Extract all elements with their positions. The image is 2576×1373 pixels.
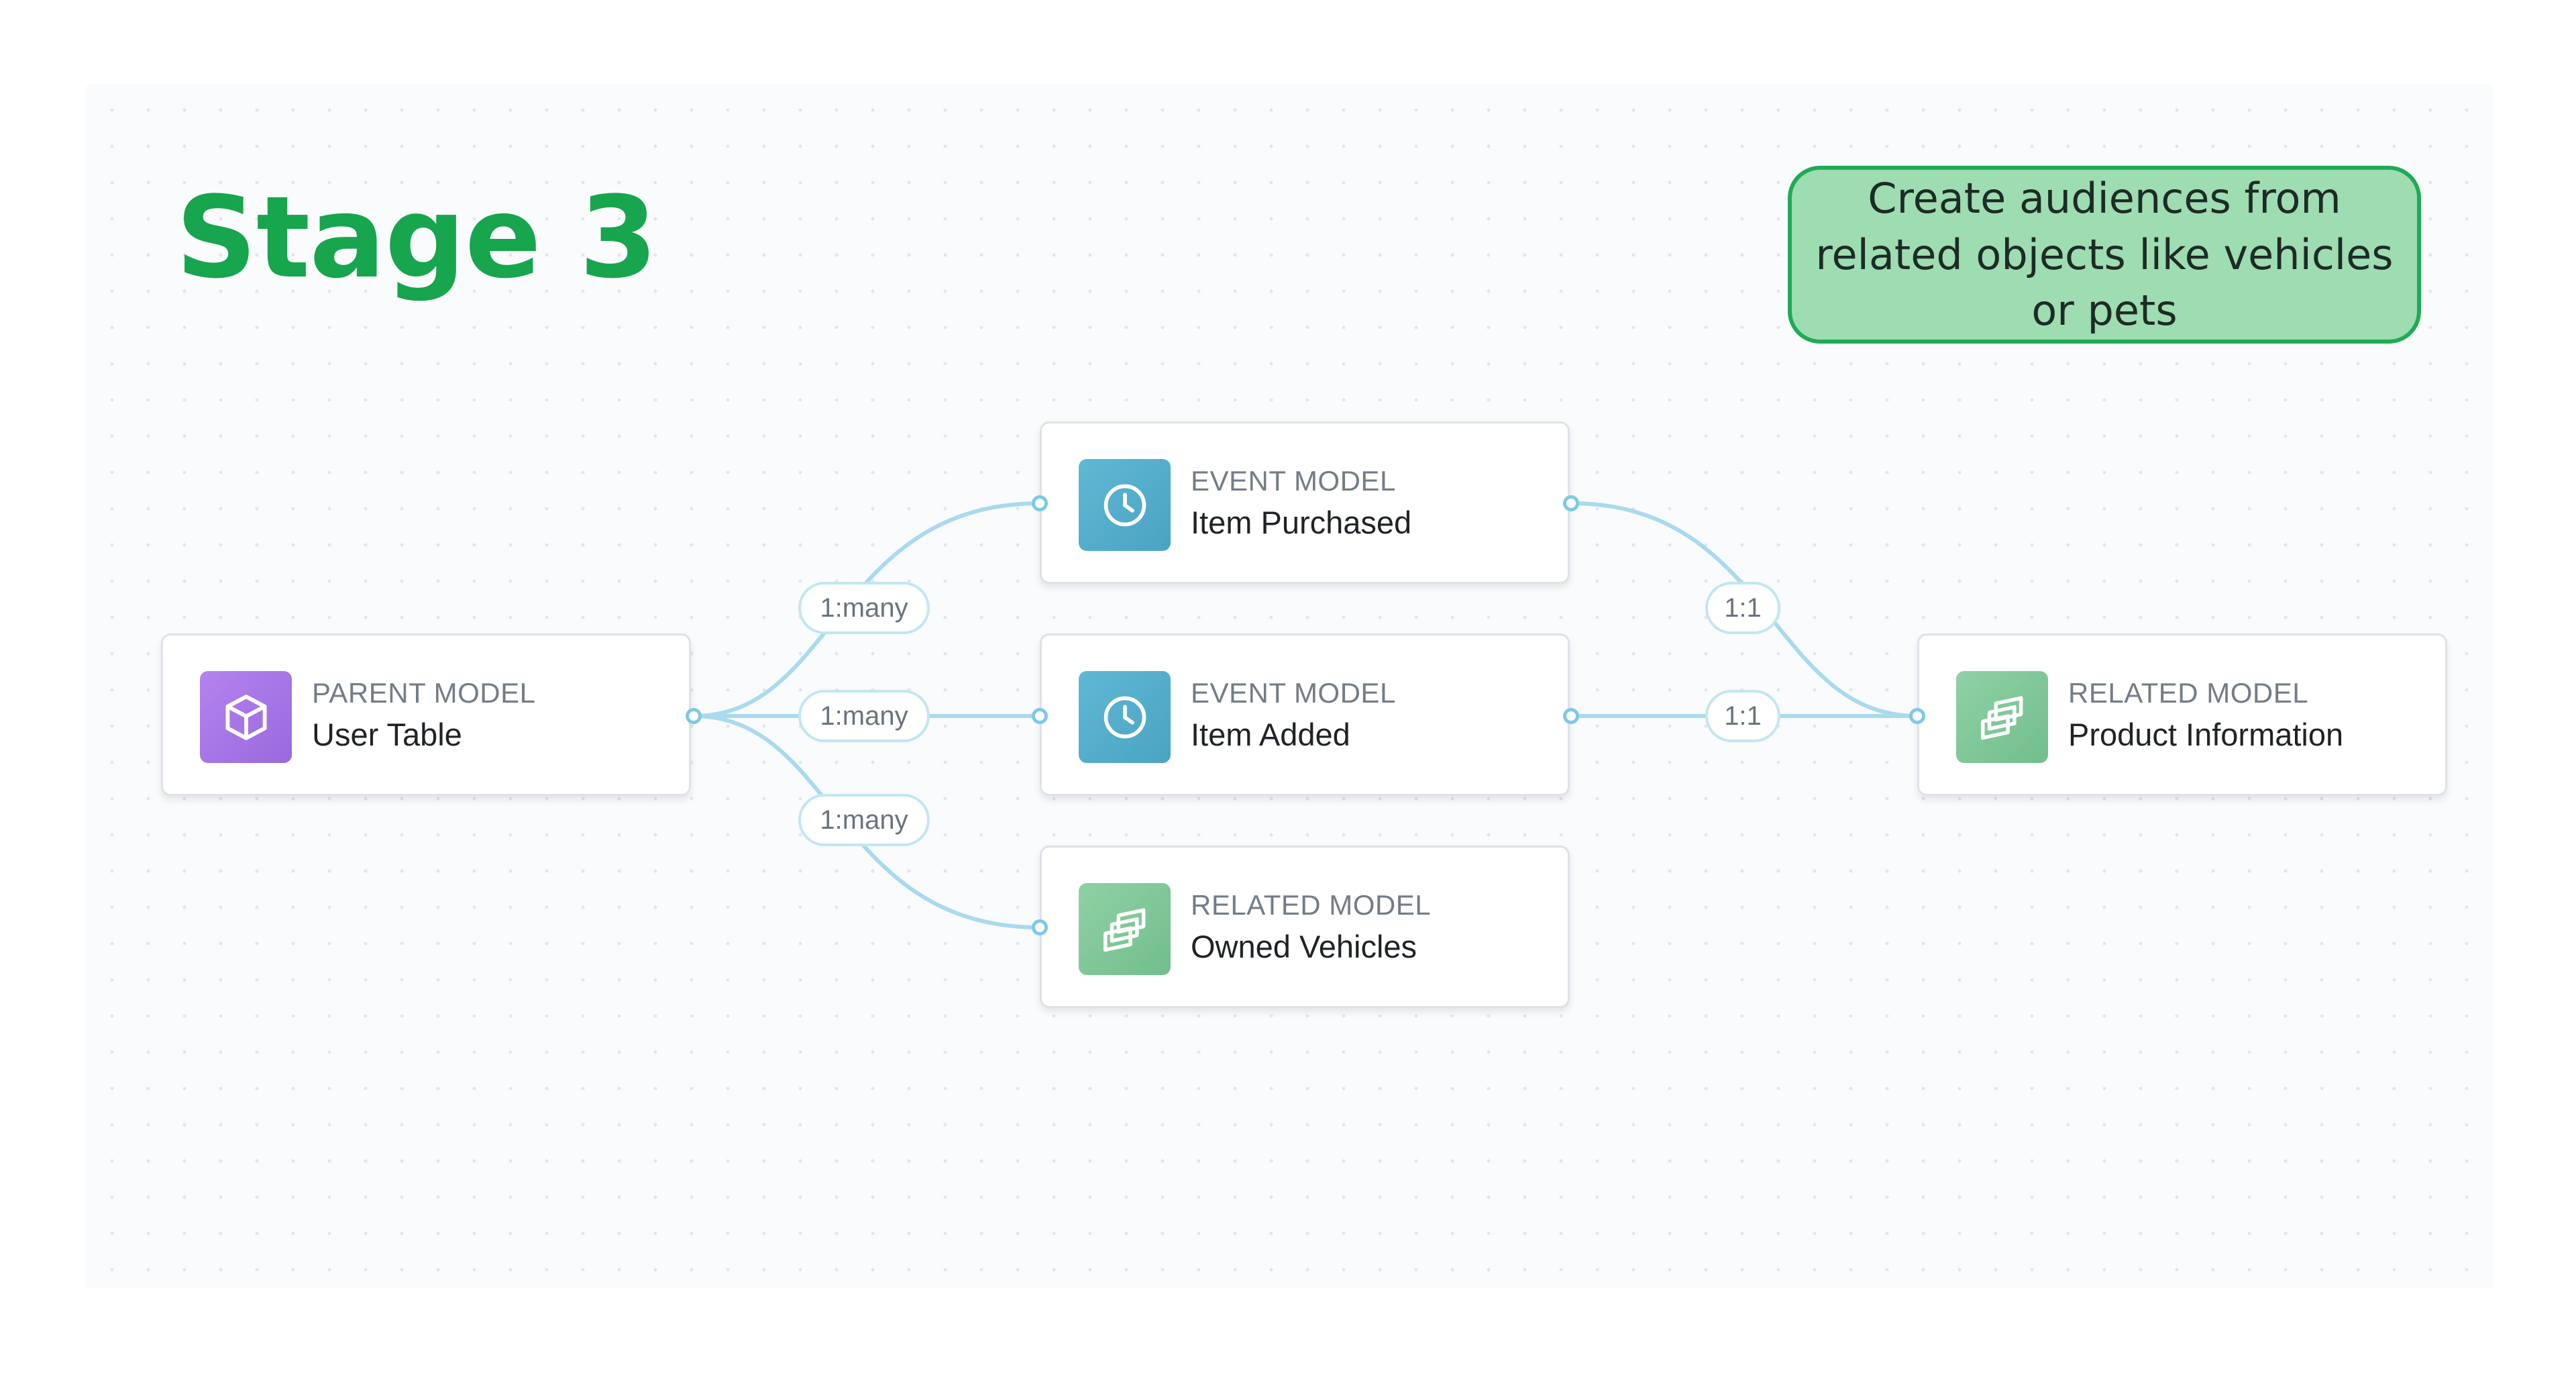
edge-label-user-vehicles[interactable]: 1:many [798,794,930,846]
node-kind: RELATED MODEL [2068,677,2309,709]
event-model-tile [1079,459,1171,551]
stacked-cards-icon [1980,695,2023,740]
node-label: Item Purchased [1191,505,1412,540]
edge-label-user-purchased[interactable]: 1:many [798,582,930,634]
event-model-tile [1079,671,1171,763]
node-label: Product Information [2068,717,2344,752]
cube-icon [225,694,267,740]
port-added-out[interactable] [1563,708,1579,724]
node-kind: RELATED MODEL [1191,889,1432,921]
node-user-table[interactable]: PARENT MODEL User Table [161,633,691,796]
port-user-out[interactable] [686,708,702,724]
edge-label-user-added[interactable]: 1:many [798,690,930,742]
port-purchased-out[interactable] [1563,495,1579,511]
stage-title: Stage 3 [176,172,657,303]
parent-model-tile [200,671,292,763]
related-model-tile [1079,883,1171,975]
clock-icon [1104,484,1146,526]
node-product-information[interactable]: RELATED MODEL Product Information [1917,633,2447,796]
node-item-purchased[interactable]: EVENT MODEL Item Purchased [1040,421,1570,584]
node-label: User Table [312,717,462,752]
edge-label-added-product[interactable]: 1:1 [1705,690,1780,742]
node-kind: EVENT MODEL [1191,677,1396,709]
node-label: Owned Vehicles [1191,929,1417,964]
stacked-cards-icon [1103,907,1145,952]
node-owned-vehicles[interactable]: RELATED MODEL Owned Vehicles [1040,846,1570,1008]
node-item-added[interactable]: EVENT MODEL Item Added [1040,633,1570,796]
node-label: Item Added [1191,717,1350,752]
related-model-tile [1956,671,2048,763]
edge-label-purchased-product[interactable]: 1:1 [1705,582,1780,634]
port-purchased-in[interactable] [1032,495,1048,511]
port-added-in[interactable] [1032,708,1048,724]
clock-icon [1104,696,1146,738]
node-kind: EVENT MODEL [1191,465,1396,497]
port-product-in[interactable] [1909,708,1925,724]
node-kind: PARENT MODEL [312,677,536,709]
callout-box: Create audiences from related objects li… [1788,166,2421,344]
port-vehicles-in[interactable] [1032,919,1048,935]
